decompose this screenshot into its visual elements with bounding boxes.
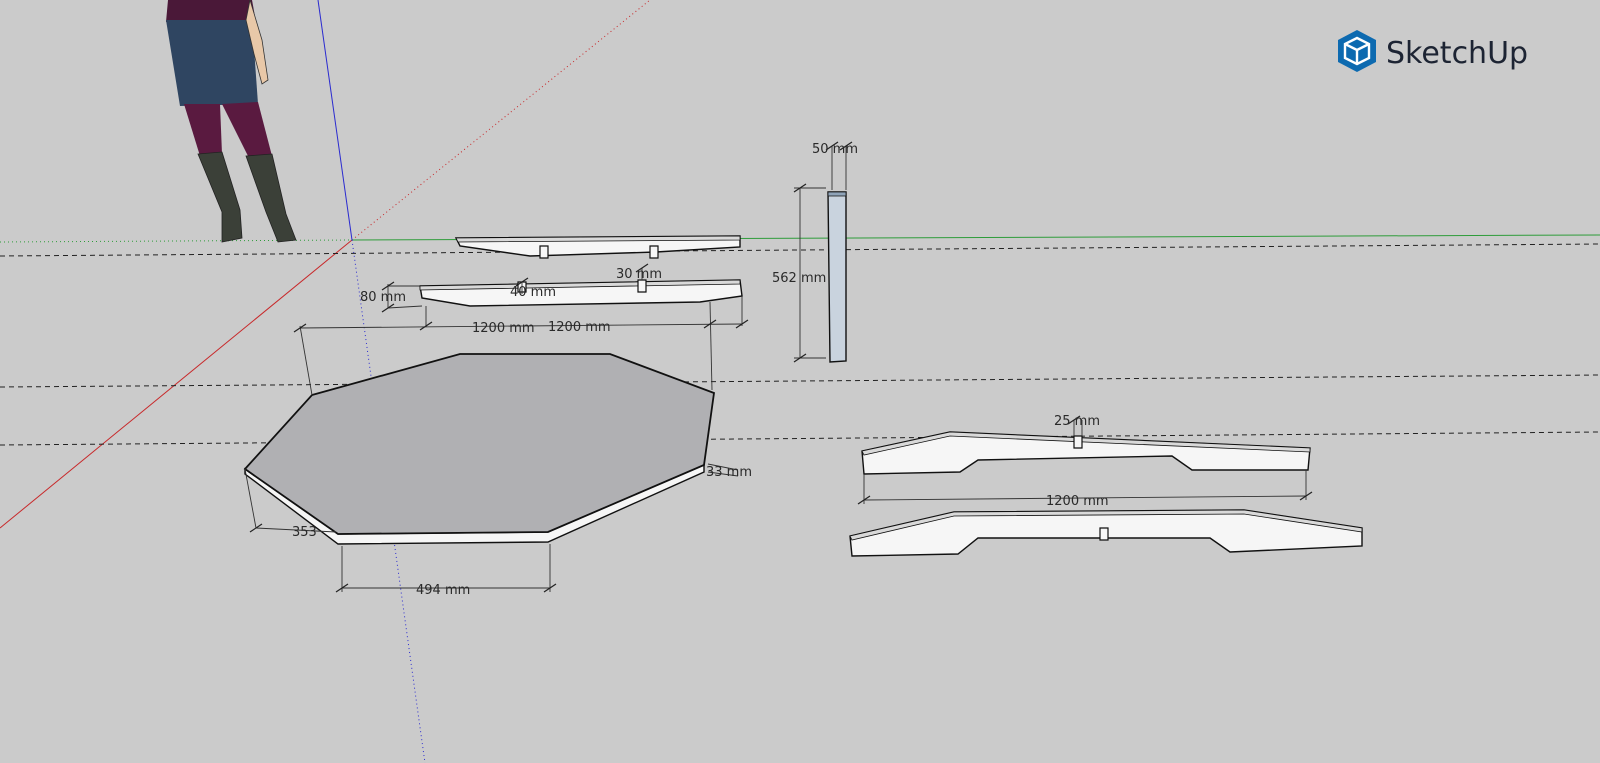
green-axis-dotted	[0, 239, 353, 243]
dim-top-thickness[interactable]: 33 mm	[706, 465, 752, 480]
dim-post-depth[interactable]: 50 mm	[812, 142, 858, 157]
red-axis	[0, 239, 353, 529]
guide-line-3[interactable]	[0, 431, 1600, 446]
dim-notch-top[interactable]: 30 mm	[616, 267, 662, 282]
beam-right-lower[interactable]	[849, 509, 1363, 557]
dim-notch-mid[interactable]: 40 mm	[510, 285, 556, 300]
blue-axis	[317, 0, 353, 241]
dimension-ticks	[249, 141, 1313, 593]
dim-beam-right-length[interactable]: 1200 mm	[1046, 494, 1109, 509]
scale-figure[interactable]	[166, 0, 297, 243]
sketchup-logo-icon	[1338, 30, 1376, 72]
guide-line-2[interactable]	[0, 374, 1600, 388]
octagon-top[interactable]	[243, 353, 715, 545]
guide-lines	[0, 243, 1600, 446]
dimension-lines	[244, 146, 1307, 592]
beam-middle[interactable]	[419, 279, 743, 307]
beam-top[interactable]	[454, 235, 741, 259]
guide-line-1[interactable]	[0, 243, 1600, 257]
dim-edge-left[interactable]: 353	[292, 525, 317, 540]
brand-name: SketchUp	[1386, 36, 1528, 71]
red-axis-dotted	[351, 0, 651, 241]
dim-beam-height[interactable]: 80 mm	[360, 290, 406, 305]
post[interactable]	[827, 191, 847, 363]
dim-span-right[interactable]: 1200 mm	[548, 320, 611, 335]
dim-post-height[interactable]: 562 mm	[772, 271, 826, 286]
dim-edge-bottom[interactable]: 494 mm	[416, 583, 470, 598]
dim-notch-right[interactable]: 25 mm	[1054, 414, 1100, 429]
beam-right-upper[interactable]	[861, 431, 1311, 475]
sketchup-logo: SketchUp	[1338, 30, 1528, 72]
dim-span-left[interactable]: 1200 mm	[472, 321, 535, 336]
